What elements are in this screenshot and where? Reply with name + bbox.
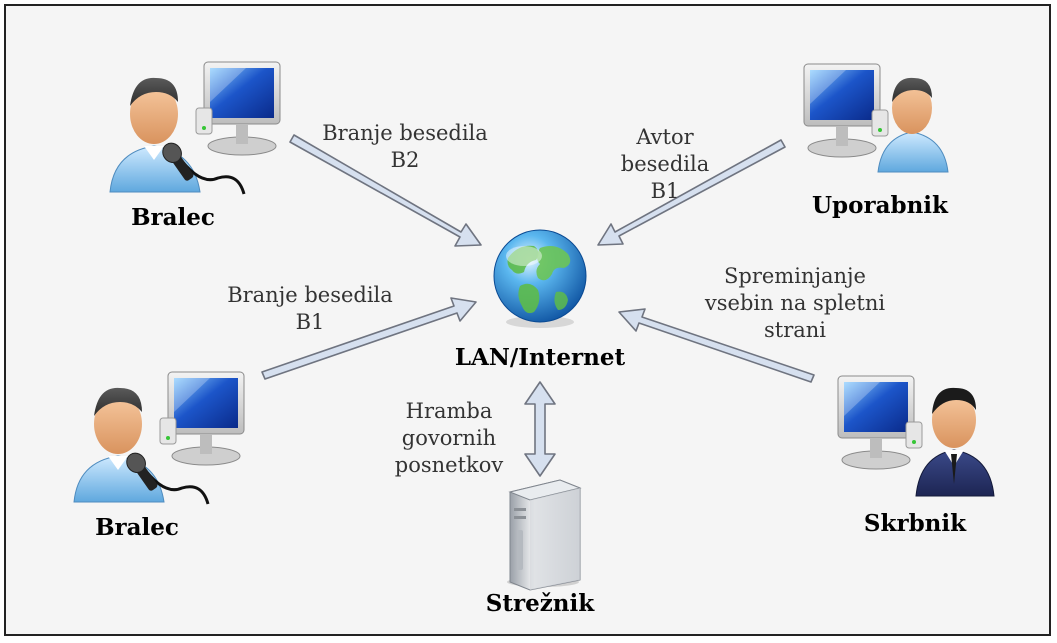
edge-label-line: B2 xyxy=(390,148,420,172)
edge-label-uporabnik: Avtor besedila B1 xyxy=(610,124,720,205)
user-computer-icon xyxy=(803,63,949,173)
arrow-network-streznik-bidirectional xyxy=(524,381,556,477)
edge-label-line: B1 xyxy=(650,179,680,203)
user-with-microphone-computer-icon xyxy=(73,371,245,505)
user-with-microphone-computer-icon xyxy=(109,61,281,195)
arrow-uporabnik-to-network xyxy=(597,139,786,246)
edge-label-line: Avtor xyxy=(636,125,694,149)
node-label-bralec-bottom: Bralec xyxy=(95,514,179,541)
edge-label-streznik: Hramba govornih posnetkov xyxy=(384,398,514,479)
edge-label-line: govornih xyxy=(401,426,497,450)
edge-label-bralec-top: Branje besedila B2 xyxy=(305,120,505,174)
arrow-bralec-top-to-network xyxy=(289,134,482,247)
node-label-network: LAN/Internet xyxy=(454,344,626,371)
node-label-bralec-top: Bralec xyxy=(131,204,215,231)
node-label-streznik: Strežnik xyxy=(485,590,595,617)
globe-icon xyxy=(493,229,587,328)
edge-label-line: Branje besedila xyxy=(227,283,393,307)
edge-label-line: Spreminjanje xyxy=(724,264,866,288)
edge-label-bralec-bottom: Branje besedila B1 xyxy=(210,282,410,336)
edge-label-line: B1 xyxy=(295,310,325,334)
edge-label-line: Hramba xyxy=(405,399,493,423)
edge-label-line: vsebin na spletni xyxy=(704,291,886,315)
edge-label-line: strani xyxy=(763,318,826,342)
admin-computer-icon xyxy=(837,375,995,497)
server-icon xyxy=(507,479,582,591)
node-label-skrbnik: Skrbnik xyxy=(863,510,967,537)
edge-label-skrbnik: Spreminjanje vsebin na spletni strani xyxy=(690,263,900,344)
arrow-bralec-bottom-to-network xyxy=(261,297,477,380)
edge-label-line: posnetkov xyxy=(394,453,504,477)
arrow-skrbnik-to-network xyxy=(618,308,815,383)
edge-label-line: Branje besedila xyxy=(322,121,488,145)
edge-label-line: besedila xyxy=(620,152,710,176)
node-label-uporabnik: Uporabnik xyxy=(812,192,948,219)
